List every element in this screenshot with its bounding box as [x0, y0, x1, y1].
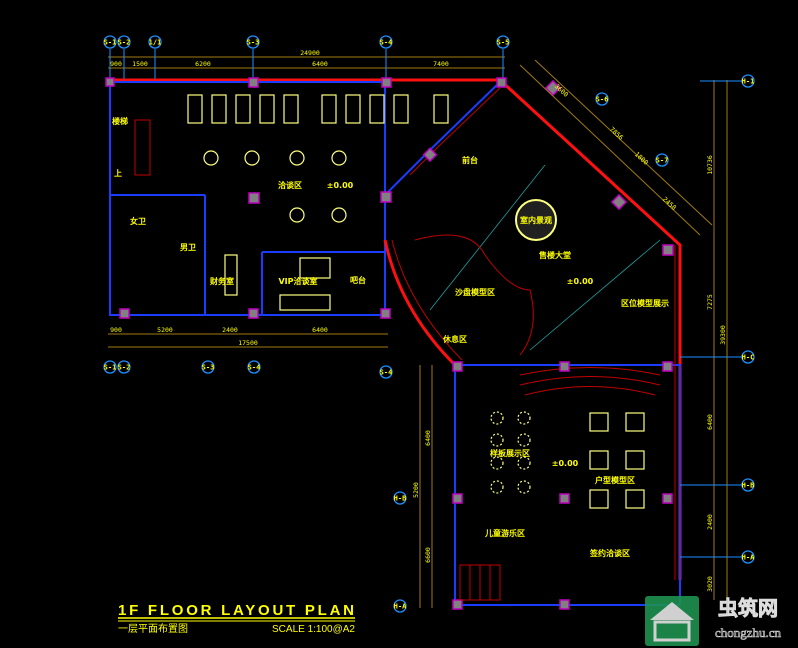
- level-label: ±0.00: [327, 181, 354, 190]
- dim-seg: 6400: [312, 60, 328, 68]
- grid-label: H-1: [742, 78, 755, 86]
- grid-label: S-6: [596, 96, 609, 104]
- dim-seg: 7856: [608, 125, 625, 142]
- room-label: 休息区: [442, 334, 467, 344]
- grid-label: H-C: [742, 354, 755, 362]
- level-label: ±0.00: [567, 277, 594, 286]
- grid-label: S-7: [656, 157, 669, 165]
- grid-label: S-4: [380, 369, 393, 377]
- stair-up-mark: 上: [114, 168, 122, 178]
- structural-columns: [105, 77, 674, 610]
- right-dimensions: 10736 7275 39300 6400 2400 3020 H-1 H-C …: [680, 74, 755, 600]
- room-label: 吧台: [350, 275, 366, 285]
- dim-seg: 6400: [424, 430, 432, 446]
- grid-label: S-4: [248, 364, 261, 372]
- grid-bubbles-top: S-1 S-2 1/1 S-3 S-4 S-5: [103, 35, 510, 80]
- watermark-name: 虫筑网: [718, 596, 778, 620]
- dim-total-bottom: 17500: [238, 339, 258, 347]
- dim-seg: 5200: [412, 482, 420, 498]
- dim-seg: 1500: [132, 60, 148, 68]
- level-label: ±0.00: [552, 459, 579, 468]
- grid-label: 1/1: [149, 39, 162, 47]
- left-lower-dimensions: 6400 5200 6600 H-B H-A: [393, 365, 433, 613]
- room-label: 男卫: [180, 243, 196, 252]
- furniture: [134, 94, 645, 601]
- dim-seg: 6600: [424, 547, 432, 563]
- grid-label: S-5: [497, 39, 510, 47]
- room-label: 财务室: [209, 276, 234, 286]
- grid-label: S-1: [104, 39, 117, 47]
- room-label: 前台: [462, 155, 478, 165]
- dim-seg: 7400: [433, 60, 449, 68]
- grid-label: S-1: [104, 364, 117, 372]
- room-label: 洽谈区: [278, 180, 302, 190]
- room-label: 儿童游乐区: [484, 528, 525, 538]
- dim-seg: 900: [110, 326, 122, 334]
- grid-label: S-2: [118, 39, 131, 47]
- bottom-dimensions: 900 5200 2400 6400 17500 S-1 S-2 S-3 S-4…: [103, 326, 393, 379]
- dim-seg: 6400: [312, 326, 328, 334]
- dim-seg: 2400: [222, 326, 238, 334]
- top-dimensions: 24900 900 1500 6200 6400 7400: [108, 49, 505, 69]
- watermark-logo: 虫筑网 chongzhu.cn: [645, 596, 782, 646]
- dim-seg: 3020: [706, 576, 714, 592]
- grid-label: S-2: [118, 364, 131, 372]
- walls: [109, 78, 682, 606]
- room-label: 室内景观: [520, 215, 552, 225]
- title-block: 1F FLOOR LAYOUT PLAN 一层平面布置图 SCALE 1:100…: [118, 602, 355, 635]
- room-label: 楼梯: [112, 116, 128, 126]
- landscape-feature: [515, 199, 557, 241]
- room-label: 售楼大堂: [538, 250, 571, 260]
- drawing-scale: SCALE 1:100@A2: [272, 624, 355, 635]
- room-label: VIP洽谈室: [278, 276, 317, 286]
- room-label: 样板展示区: [490, 448, 530, 458]
- room-label: 区位模型展示: [621, 298, 669, 308]
- room-label: 女卫: [130, 216, 146, 226]
- dim-seg: 6200: [195, 60, 211, 68]
- dim-seg: 6400: [706, 414, 714, 430]
- grid-label: S-3: [202, 364, 215, 372]
- grid-label: S-4: [380, 39, 393, 47]
- room-labels: 洽谈区 ±0.00 前台 室内景观 售楼大堂 ±0.00 沙盘模型区 区位模型展…: [112, 116, 669, 558]
- drawing-subtitle: 一层平面布置图: [118, 623, 188, 635]
- dim-seg: 7275: [706, 294, 714, 310]
- dim-seg: 900: [110, 60, 122, 68]
- dim-seg: 2400: [706, 514, 714, 530]
- room-label: 签约洽谈区: [589, 548, 630, 558]
- grid-label: H-A: [742, 554, 755, 562]
- dim-seg: 2458: [661, 195, 678, 212]
- dim-total-right: 39300: [719, 325, 727, 345]
- room-label: 沙盘模型区: [455, 287, 495, 297]
- room-label: 户型模型区: [595, 475, 635, 485]
- drawing-title: 1F FLOOR LAYOUT PLAN: [118, 602, 354, 619]
- grid-label: H-B: [394, 495, 407, 503]
- grid-label: S-3: [247, 39, 260, 47]
- dim-seg: 5200: [157, 326, 173, 334]
- watermark-url: chongzhu.cn: [715, 625, 782, 640]
- grid-label: H-A: [394, 603, 407, 611]
- dim-total-top: 24900: [300, 49, 320, 57]
- grid-label: H-B: [742, 482, 755, 490]
- dim-seg: 10736: [706, 155, 714, 175]
